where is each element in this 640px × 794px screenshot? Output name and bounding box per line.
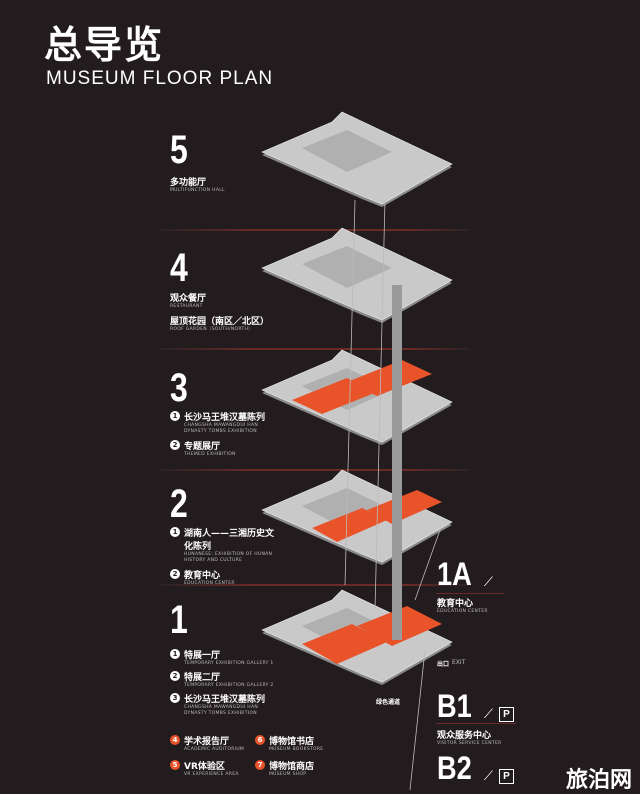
room-block <box>302 130 392 172</box>
exit-label: 出口 EXIT <box>437 659 465 668</box>
level-zh: 教育中心 <box>437 599 474 609</box>
exhibition-area <box>302 624 387 664</box>
legend-zh: 教育中心 <box>184 571 221 581</box>
legend-en: TEMPORARY EXHIBITION GALLERY 1 <box>184 661 274 666</box>
legend-zh: 多功能厅 <box>170 178 207 188</box>
connector-line <box>414 529 441 601</box>
number-badge: 1 <box>170 649 180 659</box>
legend-en: THEMED EXHIBITION <box>184 452 236 457</box>
number-badge: 7 <box>255 760 265 770</box>
number-badge: 6 <box>255 735 265 745</box>
level-number: 1A <box>437 556 472 592</box>
legend-en: RESTAURANT <box>170 304 203 309</box>
exit-en: EXIT <box>452 659 466 666</box>
legend-en: MUSEUM SHOP <box>269 772 307 777</box>
stairs-icon: ⟋ <box>483 707 494 722</box>
watermark: 旅泊网 <box>566 768 633 793</box>
parking-icon: P <box>499 707 515 722</box>
number-badge: 5 <box>170 760 180 770</box>
number-badge: 3 <box>170 693 180 703</box>
number-badge: 1 <box>170 411 180 421</box>
level-1a: 1A ⟋ 教育中心 EDUCATION CENTER <box>437 558 493 615</box>
legend-zh: 博物馆商店 <box>269 762 315 772</box>
legend-zh: 屋顶花园（南区／北区） <box>170 317 270 327</box>
room-block <box>302 246 392 288</box>
page-title: 总导览 <box>44 23 165 67</box>
connector-line <box>344 199 356 586</box>
floor-4-legend: 观众餐厅 RESTAURANT 屋顶花园（南区／北区） ROOF GARDEN（… <box>170 291 269 333</box>
connector-line <box>409 649 426 791</box>
legend-en: CHANGSHA MAWANGDUI HAN DYNASTY TOMBS EXH… <box>184 705 259 716</box>
legend-zh: 博物馆书店 <box>269 737 315 747</box>
legend-zh: VR体验区 <box>184 762 225 772</box>
level-en: VISITOR SERVICE CENTER <box>437 741 502 746</box>
number-badge: 2 <box>170 569 180 579</box>
legend-zh: 湖南人——三湘历史文化陈列 <box>184 529 275 552</box>
level-b2: B2 ⟋ P <box>437 750 515 786</box>
exit-zh: 出口 <box>437 661 450 668</box>
floor-3-number: 3 <box>170 366 188 410</box>
legend-en: MULTIFUNCTION HALL <box>170 188 225 193</box>
stairs-icon: ⟋ <box>483 769 494 784</box>
legend-zh: 长沙马王堆汉墓陈列 <box>184 695 266 705</box>
exhibition-area <box>347 360 432 396</box>
level-number: B2 <box>437 750 472 786</box>
legend-zh: 长沙马王堆汉墓陈列 <box>184 413 266 423</box>
legend-en: MUSEUM BOOKSTORE <box>269 747 324 752</box>
stairs-icon: ⟋ <box>483 575 494 590</box>
legend-zh: 观众餐厅 <box>170 294 207 304</box>
legend-en: TEMPORARY EXHIBITION GALLERY 2 <box>184 683 274 688</box>
exhibition-area <box>367 490 442 524</box>
number-badge: 2 <box>170 671 180 681</box>
legend-en: VR EXPERIENCE AREA <box>184 772 239 777</box>
parking-icon: P <box>499 769 515 784</box>
level-number: B1 <box>437 688 472 724</box>
floor-5-number: 5 <box>170 128 188 172</box>
floor-4-number: 4 <box>170 246 188 290</box>
legend-en: ROOF GARDEN（SOUTH/NORTH） <box>170 327 253 332</box>
legend-en: ACADEMIC AUDITORIUM <box>184 747 245 752</box>
legend-en: HUNANESE: EXHIBITION OF HUNAN HISTORY AN… <box>184 552 273 563</box>
floor-divider <box>160 469 470 471</box>
exhibition-area <box>292 378 377 414</box>
level-zh: 观众服务中心 <box>437 731 492 741</box>
connector-line <box>374 199 386 611</box>
floor-5-legend: 多功能厅 MULTIFUNCTION HALL <box>170 175 225 194</box>
level-en: EDUCATION CENTER <box>437 609 488 614</box>
exhibition-area <box>312 508 387 542</box>
level-divider <box>436 723 516 724</box>
legend-en: EDUCATION CENTER <box>184 581 235 586</box>
green-passage-label: 绿色通道 <box>376 699 401 706</box>
legend-zh: 特展二厅 <box>184 673 221 683</box>
number-badge: 2 <box>170 440 180 450</box>
legend-en: CHANGSHA MAWANGDUI HAN DYNASTY TOMBS EXH… <box>184 423 259 434</box>
number-badge: 4 <box>170 735 180 745</box>
floor-divider <box>160 229 470 231</box>
page-subtitle: MUSEUM FLOOR PLAN <box>46 68 274 89</box>
legend-zh: 专题展厅 <box>184 442 221 452</box>
floor-1-number: 1 <box>170 598 188 642</box>
floor-2-number: 2 <box>170 482 188 526</box>
floor-divider <box>160 348 470 350</box>
legend-zh: 学术报告厅 <box>184 737 230 747</box>
elevator-shaft <box>392 285 402 640</box>
legend-zh: 特展一厅 <box>184 651 221 661</box>
number-badge: 1 <box>170 527 180 537</box>
floor-divider <box>160 584 470 586</box>
level-b1: B1 ⟋ P 观众服务中心 VISITOR SERVICE CENTER <box>437 688 515 747</box>
level-divider <box>436 593 504 594</box>
